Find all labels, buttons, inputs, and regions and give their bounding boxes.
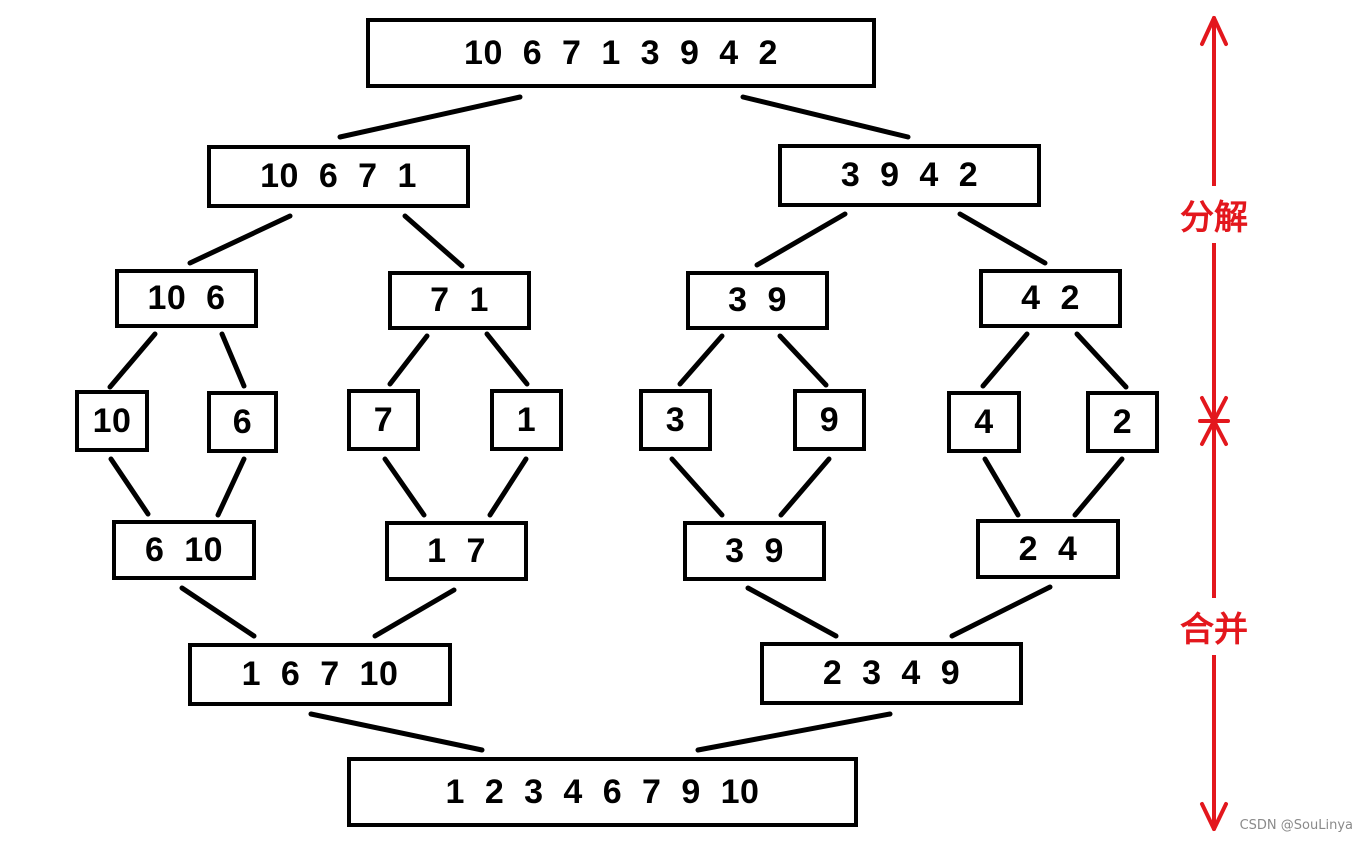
array-box-merge-6-10: 6 10: [112, 520, 256, 580]
connector-line: [745, 585, 839, 639]
array-box-result: 1 2 3 4 6 7 9 10: [347, 757, 858, 827]
connector-line: [108, 456, 151, 517]
array-box-leaf-7: 7: [347, 389, 420, 451]
connector-line: [1072, 456, 1125, 518]
connector-line: [949, 584, 1053, 639]
arrow-down-icon: [1200, 802, 1228, 831]
connector-line: [487, 456, 529, 518]
array-box-split-right: 3 9 4 2: [778, 144, 1041, 207]
arrow-up-icon: [1200, 16, 1228, 46]
connector-line: [402, 213, 465, 269]
connector-line: [778, 456, 832, 518]
array-box-split-4-2: 4 2: [979, 269, 1122, 328]
connector-line: [215, 456, 247, 518]
array-box-split-left: 10 6 7 1: [207, 145, 470, 208]
array-box-leaf-3: 3: [639, 389, 712, 451]
array-box-leaf-10: 10: [75, 390, 149, 452]
array-box-merge-1-7: 1 7: [385, 521, 528, 581]
array-box-merge-right: 2 3 4 9: [760, 642, 1023, 705]
divide-label: 分解: [1174, 186, 1254, 243]
connector-line: [382, 456, 427, 518]
connector-line: [387, 333, 430, 387]
connector-line: [777, 333, 829, 388]
connector-line: [484, 331, 530, 387]
connector-line: [982, 456, 1021, 518]
connector-line: [308, 711, 485, 753]
connector-line: [957, 211, 1048, 266]
connector-line: [179, 585, 257, 639]
connector-line: [980, 331, 1030, 389]
connector-lines: [107, 94, 1129, 753]
connector-line: [187, 213, 293, 266]
array-box-leaf-1: 1: [490, 389, 563, 451]
array-box-leaf-9: 9: [793, 389, 866, 451]
connector-line: [695, 711, 893, 753]
connector-line: [669, 456, 725, 518]
array-box-split-7-1: 7 1: [388, 271, 531, 330]
connector-line: [219, 331, 247, 389]
connector-line: [372, 587, 457, 639]
array-box-split-10-6: 10 6: [115, 269, 258, 328]
array-box-merge-2-4: 2 4: [976, 519, 1120, 579]
array-box-leaf-4: 4: [947, 391, 1021, 453]
array-box-level0: 10 6 7 1 3 9 4 2: [366, 18, 876, 88]
array-box-leaf-2: 2: [1086, 391, 1159, 453]
connector-line: [1074, 331, 1129, 390]
array-box-split-3-9: 3 9: [686, 271, 829, 330]
scale-axis: [1198, 16, 1230, 831]
connector-line: [754, 211, 848, 268]
connector-line: [337, 94, 523, 140]
array-box-merge-3-9: 3 9: [683, 521, 826, 581]
connector-line: [677, 333, 725, 387]
watermark: CSDN @SouLinya: [1239, 818, 1353, 833]
array-box-leaf-6: 6: [207, 391, 278, 453]
array-box-merge-left: 1 6 7 10: [188, 643, 452, 706]
connector-line: [107, 331, 158, 390]
connector-line: [740, 94, 911, 140]
merge-label: 合并: [1174, 598, 1254, 655]
